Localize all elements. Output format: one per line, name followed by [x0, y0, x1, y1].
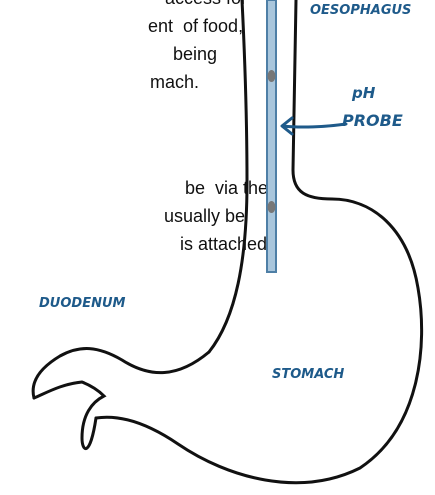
ph-label: pH [351, 84, 376, 102]
ph-probe-tube [267, 0, 276, 272]
duodenum-label: DUODENUM [39, 296, 126, 311]
probe-label: PROBE [342, 111, 403, 130]
probe-sensor-upper [268, 70, 276, 82]
oesophagus-label: OESOPHAGUS [310, 3, 411, 18]
duodenum-lower-wall [34, 382, 104, 449]
stomach-greater-curvature [96, 0, 422, 483]
stomach-label: STOMACH [272, 367, 344, 382]
duodenum-upper-wall [33, 349, 209, 398]
probe-sensor-lower [268, 201, 276, 213]
oesophagus-left-wall [209, 0, 247, 352]
